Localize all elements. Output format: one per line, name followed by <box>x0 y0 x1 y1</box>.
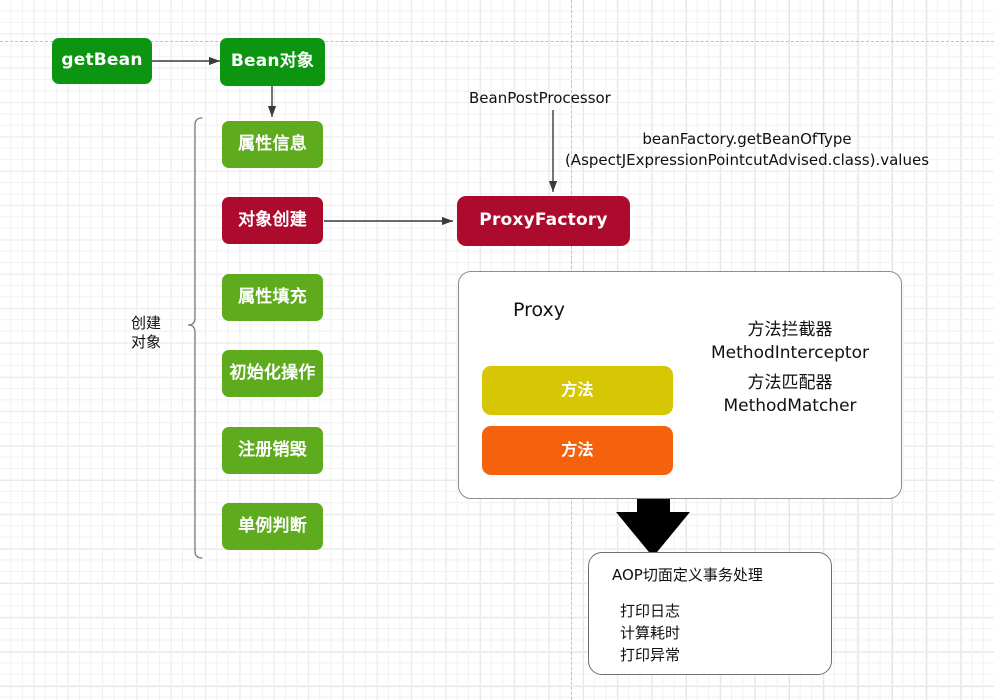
node-proxy-factory[interactable]: ProxyFactory <box>457 196 630 246</box>
label-method-interceptor-en: MethodInterceptor <box>711 343 869 363</box>
node-bean-object[interactable]: Bean对象 <box>220 38 325 86</box>
label-beanfactory-call-line2: (AspectJExpressionPointcutAdvised.class)… <box>564 151 930 169</box>
label-beanfactory-call-line1: beanFactory.getBeanOfType <box>642 130 852 148</box>
label-method-matcher-en: MethodMatcher <box>723 396 857 416</box>
node-register-destroy[interactable]: 注册销毁 <box>222 427 323 474</box>
label-create-object: 创建 对象 <box>124 314 168 352</box>
node-object-create[interactable]: 对象创建 <box>222 197 323 244</box>
panel-aop <box>588 552 832 675</box>
label-aop-item-3: 打印异常 <box>620 646 681 664</box>
node-singleton-check[interactable]: 单例判断 <box>222 503 323 550</box>
node-init-operation[interactable]: 初始化操作 <box>222 350 323 397</box>
label-aop-item-2: 计算耗时 <box>620 624 681 642</box>
node-attr-fill[interactable]: 属性填充 <box>222 274 323 321</box>
node-attr-info[interactable]: 属性信息 <box>222 121 323 168</box>
brace-create-object <box>187 117 203 559</box>
label-method-matcher-cn: 方法匹配器 <box>747 373 833 393</box>
label-bean-post-processor: BeanPostProcessor <box>469 89 611 107</box>
node-get-bean[interactable]: getBean <box>52 38 152 84</box>
label-proxy-title: Proxy <box>513 299 566 321</box>
node-method-orange[interactable]: 方法 <box>482 426 673 475</box>
label-aop-title: AOP切面定义事务处理 <box>612 566 763 584</box>
label-create-object-line1: 创建 对象 <box>130 314 161 351</box>
node-method-yellow[interactable]: 方法 <box>482 366 673 415</box>
guide-line-horizontal <box>0 41 994 42</box>
label-method-interceptor-cn: 方法拦截器 <box>747 320 833 340</box>
label-aop-item-1: 打印日志 <box>620 602 681 620</box>
